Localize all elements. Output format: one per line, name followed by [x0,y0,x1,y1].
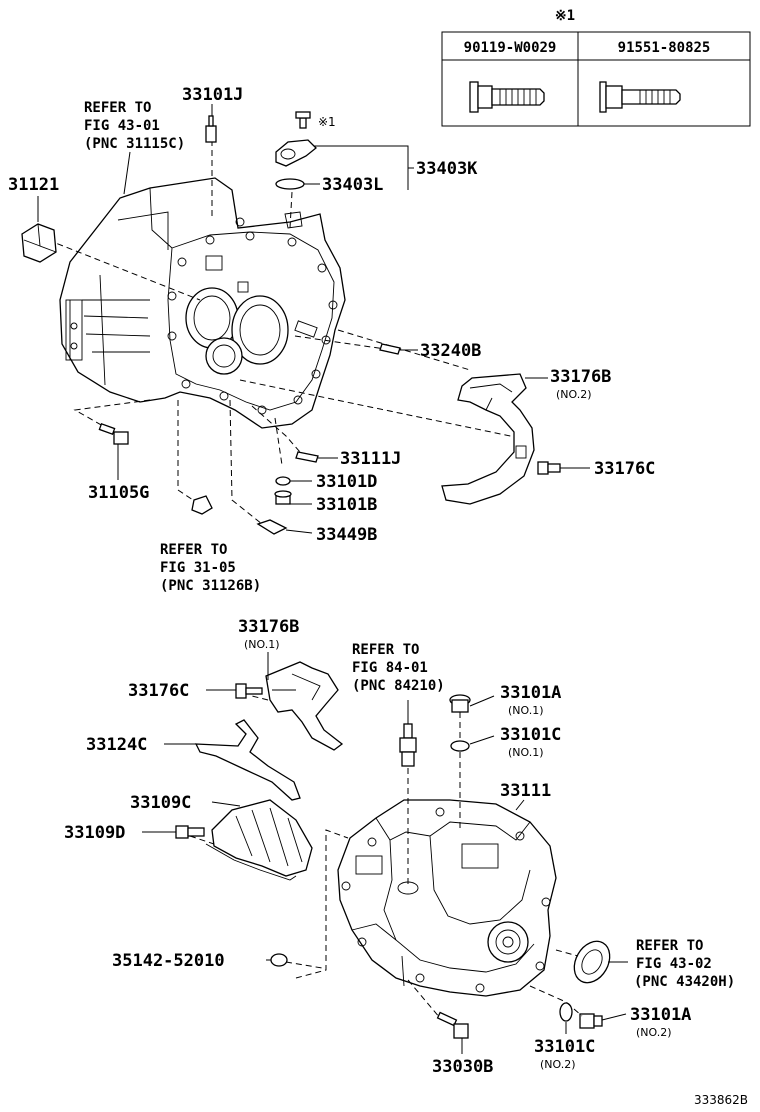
label-33449B: 33449B [316,525,377,545]
label-33101C-no1-sub: (NO.1) [508,746,544,759]
footnote-marker-bolt: ※1 [318,115,336,129]
part-33176C-a-drawing [537,461,561,475]
table-header-1: 90119-W0029 [464,40,557,56]
ref-43-02-line3: (PNC 43420H) [634,974,735,990]
label-33101C-no2: 33101C [534,1037,595,1057]
table-header-2: 91551-80825 [618,40,711,56]
part-35142-drawing [270,953,288,967]
part-33449B-drawing [256,519,288,535]
part-33101A-no1-drawing [449,694,471,713]
part-33403K-drawing [275,111,317,167]
part-33176B-no2-drawing [441,373,535,505]
part-33403L-drawing [275,178,305,190]
figure-number: 333862B [694,1093,748,1107]
part-33176C-b-drawing [235,683,263,699]
ref-43-02-line1: REFER TO [636,938,703,954]
part-33124C-drawing [194,719,301,801]
part-33240B-drawing [379,343,401,355]
label-33403K: 33403K [416,159,478,179]
ref-43-01-line3: (PNC 31115C) [84,136,185,152]
label-33124C: 33124C [86,735,147,755]
label-33101C-no2-sub: (NO.2) [540,1058,576,1071]
part-33101C-no1-drawing [450,740,470,752]
label-33176C-lower: 33176C [128,681,189,701]
table-footnote-marker: ※1 [555,8,575,24]
part-33109D-drawing [175,825,205,839]
label-33111J: 33111J [340,449,401,469]
label-33101A-no1: 33101A [500,683,561,703]
ref-43-02-line2: FIG 43-02 [636,956,712,972]
part-33101J-drawing [205,115,217,143]
label-33176C-upper: 33176C [594,459,655,479]
bolt-91551-icon [599,81,681,113]
part-33101B-drawing [274,490,292,505]
ref-31-05-line1: REFER TO [160,542,227,558]
label-35142-52010: 35142-52010 [112,951,225,971]
label-33109C: 33109C [130,793,191,813]
ref-43-01-line1: REFER TO [84,100,151,116]
label-33101A-no1-sub: (NO.1) [508,704,544,717]
part-33101C-no2-drawing [559,1002,573,1022]
part-31105G-drawing [98,422,129,445]
ref-84-01-line3: (PNC 84210) [352,678,445,694]
label-31105G: 31105G [88,483,149,503]
label-33109D: 33109D [64,823,125,843]
label-33403L: 33403L [322,175,383,195]
label-33101J: 33101J [182,85,243,105]
label-33176B-no2: 33176B [550,367,611,387]
part-84210-switch-drawing [399,723,417,767]
label-33176B-no2-sub: (NO.2) [556,388,592,401]
transaxle-housing-drawing [59,177,346,429]
part-31126B-drawing [191,495,213,515]
ref-31-05-line2: FIG 31-05 [160,560,236,576]
label-33111: 33111 [500,781,551,801]
part-33101A-no2-drawing [579,1013,603,1029]
ref-31-05-line3: (PNC 31126B) [160,578,261,594]
ref-43-01-line2: FIG 43-01 [84,118,160,134]
part-33111J-drawing [295,451,319,463]
label-31121: 31121 [8,175,59,195]
label-33101A-no2: 33101A [630,1005,691,1025]
label-33101C-no1: 33101C [500,725,561,745]
label-33030B: 33030B [432,1057,493,1077]
part-33176B-no1-drawing [265,661,344,751]
part-31121-drawing [21,223,57,263]
part-43420H-seal-drawing [573,940,611,984]
label-33101D: 33101D [316,472,377,492]
part-33111-case-drawing [337,799,557,997]
label-33176B-no1-sub: (NO.1) [244,638,280,651]
bolt-90119-icon [469,81,545,113]
part-33109C-drawing [205,799,313,881]
label-33240B: 33240B [420,341,481,361]
label-33101B: 33101B [316,495,377,515]
label-33101A-no2-sub: (NO.2) [636,1026,672,1039]
part-33030B-drawing [436,1011,469,1039]
bolt-table: ※1 90119-W0029 91551-80825 [441,8,751,127]
ref-84-01-line1: REFER TO [352,642,419,658]
label-33176B-no1: 33176B [238,617,299,637]
part-33101D-drawing [275,476,291,486]
ref-84-01-line2: FIG 84-01 [352,660,428,676]
